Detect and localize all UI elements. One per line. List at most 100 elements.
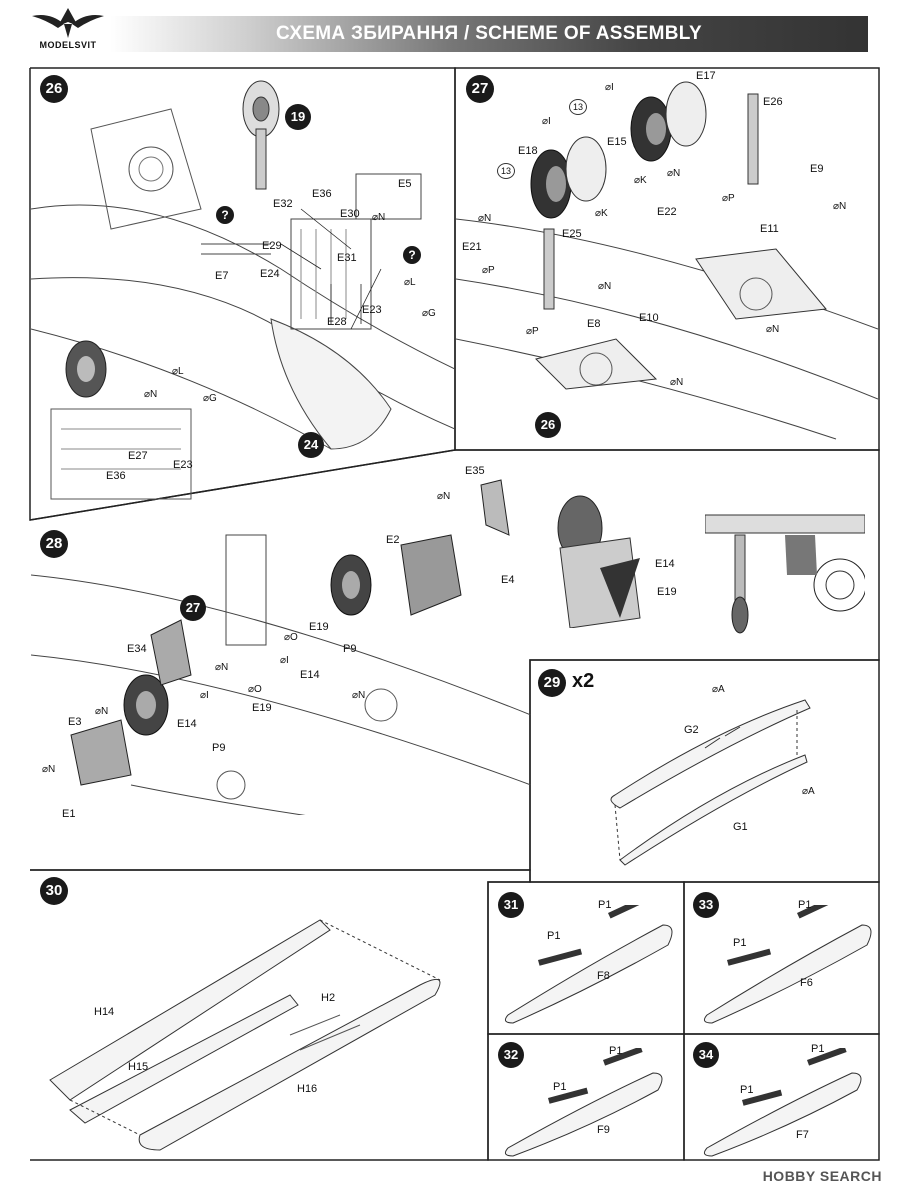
part-label: H16 <box>297 1083 318 1095</box>
part-label: F7 <box>796 1129 809 1141</box>
part-label: E15 <box>607 136 627 148</box>
part-label: F8 <box>597 970 610 982</box>
glue-N-label: ⌀N <box>598 281 612 292</box>
part-label: E36 <box>106 470 126 482</box>
glue-G-label: ⌀G <box>203 393 217 404</box>
brand-name: MODELSVIT <box>39 40 97 50</box>
part-label: E34 <box>127 643 147 655</box>
step-30-badge: 30 <box>40 877 68 905</box>
glue-N-label: ⌀N <box>833 201 847 212</box>
glue-P-label: ⌀P <box>722 193 735 204</box>
glue-N-label: ⌀N <box>478 213 492 224</box>
part-label: H15 <box>128 1061 149 1073</box>
step-31-badge: 31 <box>498 892 524 918</box>
part-label: E23 <box>173 459 193 471</box>
glue-N-label: ⌀N <box>215 662 229 673</box>
step32-drawing <box>504 1048 663 1157</box>
part-label: F9 <box>597 1124 610 1136</box>
part-label: E18 <box>518 145 538 157</box>
part-label: P1 <box>733 937 747 949</box>
glue-I-label: ⌀I <box>200 690 209 701</box>
part-label: P1 <box>598 899 612 911</box>
glue-N-label: ⌀N <box>42 764 56 775</box>
glue-I-label: ⌀I <box>280 655 289 666</box>
glue-P-label: ⌀P <box>526 326 539 337</box>
part-label: E14 <box>177 718 197 730</box>
glue-N-label: ⌀N <box>95 706 109 717</box>
watermark: HOBBY SEARCH <box>762 1168 882 1184</box>
part-label: G2 <box>684 724 699 736</box>
glue-N-label: ⌀N <box>144 389 158 400</box>
part-label: P9 <box>343 643 357 655</box>
ref-step-19-badge: 19 <box>285 104 311 130</box>
step29-drawing <box>610 699 811 866</box>
part-label: E17 <box>696 70 716 82</box>
gear-photo-inset <box>705 514 865 634</box>
wings-icon <box>32 8 104 38</box>
part-label: E9 <box>810 163 824 175</box>
ref-step-24-badge: 24 <box>298 432 324 458</box>
part-label: E1 <box>62 808 76 820</box>
part-label: E24 <box>260 268 280 280</box>
glue-K-label: ⌀K <box>595 208 608 219</box>
part-label: E27 <box>128 450 148 462</box>
part-label: H2 <box>321 992 336 1004</box>
part-label: E32 <box>273 198 293 210</box>
page-title: СХЕМА ЗБИРАННЯ / SCHEME OF ASSEMBLY <box>276 23 702 44</box>
part-label: G1 <box>733 821 748 833</box>
glue-O-label: ⌀O <box>248 684 262 695</box>
part-label: E14 <box>300 669 320 681</box>
part-label: E31 <box>337 252 357 264</box>
part-label: E5 <box>398 178 412 190</box>
glue-I-label: ⌀I <box>605 82 614 93</box>
part-label: E10 <box>639 312 659 324</box>
step-26-badge: 26 <box>40 75 68 103</box>
part-label: P1 <box>609 1045 623 1057</box>
part-label: E35 <box>465 465 485 477</box>
part-label: E4 <box>501 574 515 586</box>
step-32-badge: 32 <box>498 1042 524 1068</box>
part-label: P9 <box>212 742 226 754</box>
glue-N-label: ⌀N <box>667 168 681 179</box>
glue-N-label: ⌀N <box>437 491 451 502</box>
ref-step-26-badge: 26 <box>535 412 561 438</box>
part-label: E23 <box>362 304 382 316</box>
part-label: E8 <box>587 318 601 330</box>
part-label: E36 <box>312 188 332 200</box>
question-icon: ? <box>216 206 234 224</box>
part-label: P1 <box>798 899 812 911</box>
gear-photo-inset <box>557 495 641 628</box>
step33-drawing <box>703 905 872 1024</box>
part-label: F6 <box>800 977 813 989</box>
question-icon: ? <box>403 246 421 264</box>
part-label: E7 <box>215 270 229 282</box>
part-label: E19 <box>309 621 329 633</box>
ref-number: 13 <box>497 163 515 179</box>
glue-N-label: ⌀N <box>352 690 366 701</box>
part-label: E3 <box>68 716 82 728</box>
part-label: E25 <box>562 228 582 240</box>
step-33-badge: 33 <box>693 892 719 918</box>
glue-G-label: ⌀G <box>422 308 436 319</box>
part-label: E2 <box>386 534 400 546</box>
glue-K-label: ⌀K <box>634 175 647 186</box>
part-label: E19 <box>252 702 272 714</box>
title-banner <box>110 16 868 52</box>
step-34-badge: 34 <box>693 1042 719 1068</box>
part-label: P1 <box>811 1043 825 1055</box>
glue-N-label: ⌀N <box>670 377 684 388</box>
glue-N-label: ⌀N <box>766 324 780 335</box>
quantity-label: x2 <box>572 670 595 692</box>
part-label: E26 <box>763 96 783 108</box>
ref-number: 13 <box>569 99 587 115</box>
part-label: E28 <box>327 316 347 328</box>
part-label: P1 <box>547 930 561 942</box>
glue-L-label: ⌀L <box>404 277 416 288</box>
step-29-badge: 29 <box>538 669 566 697</box>
glue-A-label: ⌀A <box>712 684 725 695</box>
part-label: E22 <box>657 206 677 218</box>
part-label: E19 <box>657 586 677 598</box>
step27-drawing <box>456 81 878 440</box>
step30-drawing <box>49 919 441 1151</box>
